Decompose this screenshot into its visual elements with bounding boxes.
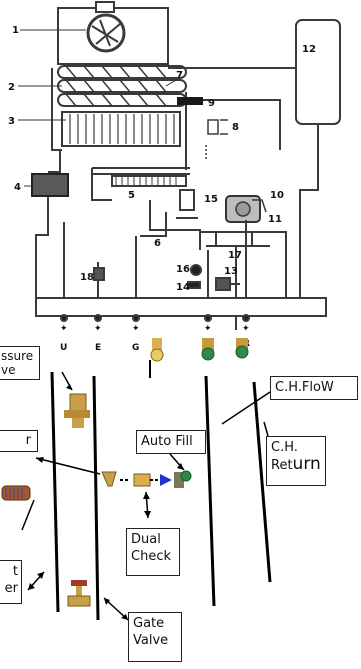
svg-text:✦: ✦ (94, 324, 102, 334)
ch-flow-isolation-valve (201, 338, 215, 361)
component-number: 2 (8, 82, 15, 93)
component-number: 13 (224, 266, 238, 277)
dual-check-label: Dual Check (126, 528, 180, 576)
expansion-pipe (299, 124, 319, 300)
auto-fill-label: Auto Fill (136, 430, 206, 454)
filter-label: t er (0, 560, 22, 604)
burner-assembly (61, 111, 181, 147)
connection-label: G (132, 343, 139, 353)
svg-text:✦: ✦ (204, 324, 212, 334)
connection-label: E (95, 343, 101, 353)
svg-text:✦: ✦ (132, 324, 140, 334)
component-number: 9 (208, 98, 215, 109)
component-number: 12 (302, 44, 316, 55)
left-cut-label: r (0, 430, 38, 452)
fan-blades (91, 19, 121, 47)
expansion-vessel (295, 19, 341, 125)
filter-strainer (1, 485, 31, 501)
connection-label: U (60, 343, 67, 353)
burner-jets (69, 114, 175, 144)
component-number: 11 (268, 214, 282, 225)
svg-text:✦: ✦ (242, 324, 250, 334)
component-number-labels: 1 2 3 4 5 6 7 8 9 10 11 12 13 14 15 16 1… (8, 25, 316, 293)
component-number: 6 (154, 238, 161, 249)
gas-pipe-line (50, 371, 60, 613)
gas-isolation-valve (150, 338, 164, 362)
return-upper-pipe (190, 99, 281, 150)
pressure-sensor-housing (215, 231, 253, 247)
ch-return-isolation-valve (235, 338, 249, 359)
gas-supply-pipe (35, 196, 49, 300)
left-label-leader (35, 457, 101, 475)
safety-valve (187, 281, 201, 289)
dhw-exchanger-lines (92, 167, 190, 175)
left-pipe (51, 68, 62, 151)
dual-check-line-1: Dual (131, 532, 161, 547)
dhw-plate-exchanger (111, 175, 187, 187)
cold-inlet-filter (93, 267, 105, 281)
pressure-gauge (190, 264, 202, 276)
ch-return-line-1: C.H. (271, 440, 298, 455)
gate-valve-line-2: Valve (133, 633, 169, 648)
pressure-relief-valve (64, 393, 90, 428)
gate-valve (67, 580, 91, 607)
ch-return-line-2: Return (271, 454, 321, 474)
filter-line-1: t (12, 564, 18, 579)
component-number: 1 (12, 25, 19, 36)
cold-main-pipe-line (92, 375, 100, 621)
flue-outlet (95, 1, 115, 13)
component-number: 4 (14, 182, 21, 193)
component-number: 15 (204, 194, 218, 205)
component-number: 14 (176, 282, 190, 293)
ch-return-label: C.H. Return (266, 436, 326, 486)
ch-flow-leader (221, 391, 271, 425)
ch-flow-pipe-line (204, 375, 216, 607)
component-leaders (18, 29, 177, 187)
component-number: 16 (176, 264, 190, 275)
component-number: 10 (270, 190, 284, 201)
gas-feed-pipe (48, 150, 61, 173)
flow-switch (207, 119, 219, 135)
bypass-valve (215, 277, 231, 291)
component-number: 3 (8, 116, 15, 127)
component-number: 17 (228, 250, 242, 261)
fan-icon (86, 13, 126, 53)
ch-flow-label: C.H.FloW (270, 376, 358, 400)
filter-line-2: er (4, 581, 18, 596)
gate-valve-label: Gate Valve (128, 612, 182, 662)
boiler-schematic (31, 1, 341, 330)
diverter-valve (179, 189, 195, 211)
installation-pipes (50, 360, 272, 621)
flow-sensor (177, 97, 203, 105)
gas-valve (31, 173, 69, 197)
ch-return-pipe-line (252, 381, 272, 583)
component-number: 7 (176, 70, 183, 81)
connection-manifold (35, 297, 327, 317)
connection-valves (150, 338, 249, 362)
component-number: 8 (232, 122, 239, 133)
component-number: 5 (128, 190, 135, 201)
component-number: 18 (80, 272, 94, 283)
dual-check-line-2: Check (131, 549, 171, 564)
pressure-relief-label: ssure ve (0, 346, 40, 380)
dual-check-assembly (101, 470, 192, 488)
svg-text:✦: ✦ (60, 324, 68, 334)
gate-valve-line-1: Gate (133, 616, 165, 631)
